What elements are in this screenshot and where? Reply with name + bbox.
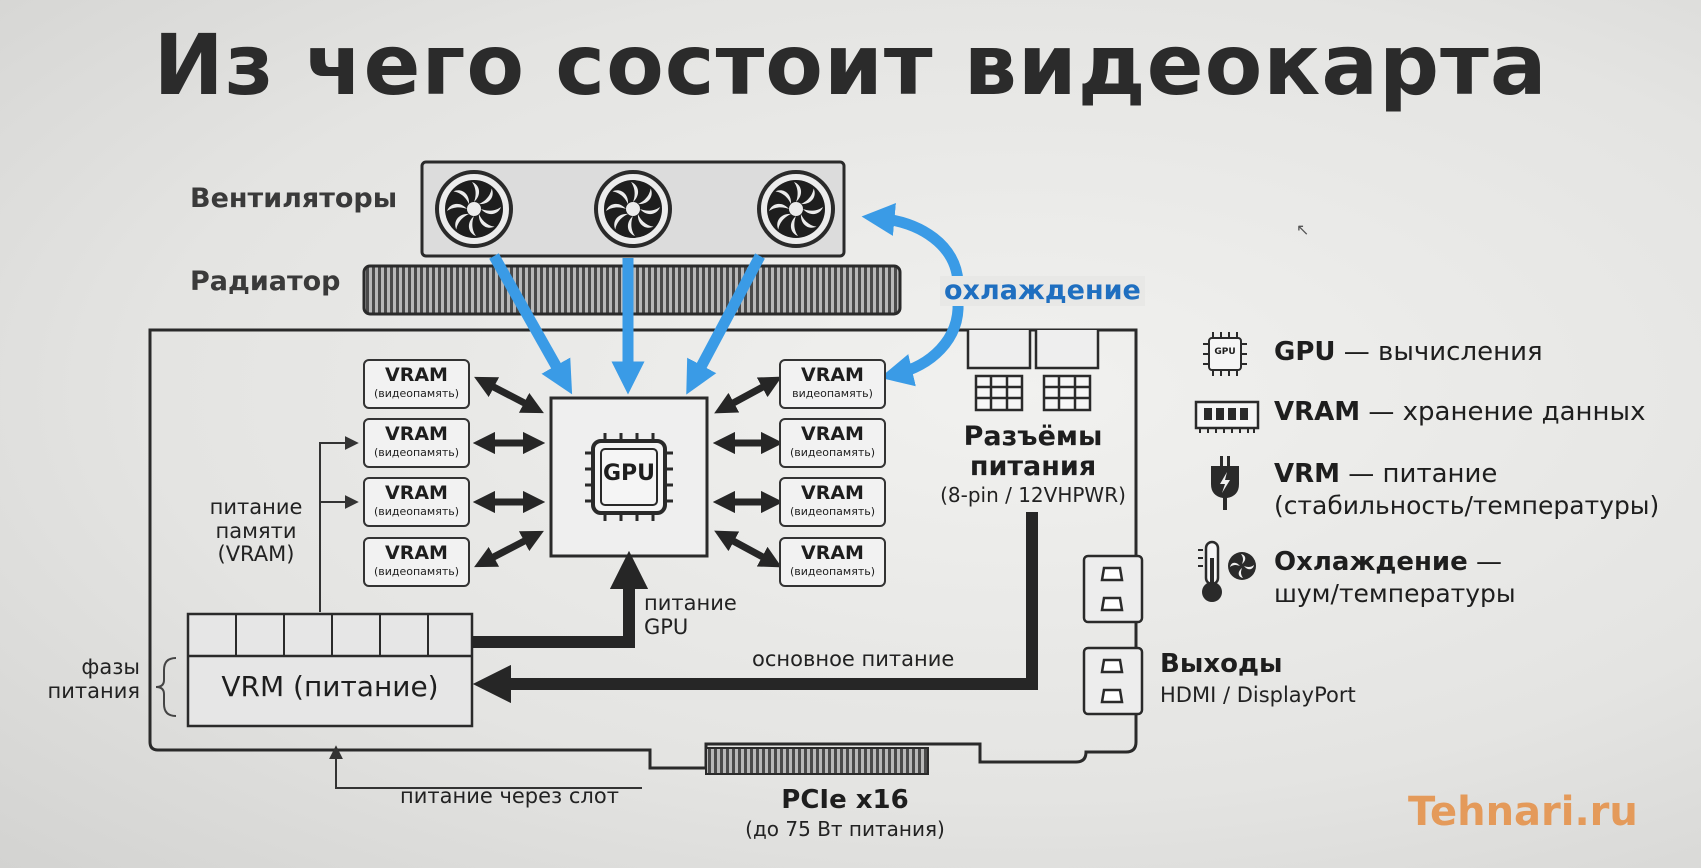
vram-module: VRAM видеопамять) <box>779 359 886 409</box>
brace <box>155 657 177 717</box>
pcie-connector <box>705 747 929 775</box>
outputs-title: Выходы <box>1160 649 1283 679</box>
vram-sublabel: видеопамять) <box>792 387 873 400</box>
slot-power-line <box>329 745 642 789</box>
fans-label: Вентиляторы <box>190 183 398 214</box>
vram-label: VRAM <box>801 364 864 386</box>
main-power-label: основное питание <box>752 647 955 671</box>
legend-item-cooling: Охлаждение — <box>1274 547 1503 577</box>
gpu-power-arrow <box>472 550 649 648</box>
memory-power-line <box>319 436 359 612</box>
display-output-ports <box>1082 554 1144 716</box>
legend-gpu-icon-text: GPU <box>1214 347 1236 357</box>
cooling-label: охлаждение <box>940 275 1145 307</box>
gpu-chip-label: GPU <box>602 461 656 486</box>
mouse-cursor-icon: ↖ <box>1296 220 1310 239</box>
legend-item-cooling-sub: шум/температуры <box>1274 579 1516 608</box>
gpu-chip-icon <box>585 433 673 521</box>
vram-module: VRAM (видеопамять) <box>779 418 886 468</box>
legend-item-gpu: GPU — вычисления <box>1274 337 1543 367</box>
vram-module: VRAM (видеопамять) <box>363 537 470 587</box>
vram-sublabel: (видеопамять) <box>373 446 460 459</box>
vram-module: VRAM (видеопамять) <box>779 477 886 527</box>
legend-item-vrm: VRM — питание <box>1274 459 1498 489</box>
legend-item-vrm-sub: (стабильность/температуры) <box>1274 491 1660 520</box>
vram-module: VRAM (видеопамять) <box>779 537 886 587</box>
vram-label: VRAM <box>385 482 448 504</box>
fan-icon <box>435 170 513 248</box>
card-outline <box>148 328 1138 770</box>
vram-module: VRAM (видеопамять) <box>363 359 470 409</box>
main-power-arrow <box>472 512 1038 704</box>
vram-module: VRAM (видеопамять) <box>363 477 470 527</box>
vram-sublabel: (видеопамять) <box>373 387 460 400</box>
legend-plug-icon <box>1211 456 1239 510</box>
vram-sublabel: (видеопамять) <box>789 565 876 578</box>
page-title: Из чего состоит видеокарта <box>153 16 1548 114</box>
slot-power-label: питание через слот <box>400 784 619 808</box>
vram-module: VRAM (видеопамять) <box>363 418 470 468</box>
pcie-sub: (до 75 Вт питания) <box>745 817 945 841</box>
power-connector-icon <box>966 330 1100 412</box>
legend-gpu-icon <box>1203 332 1247 376</box>
outputs-sub: HDMI / DisplayPort <box>1160 683 1356 707</box>
pcie-title: PCIe x16 <box>781 785 909 815</box>
memory-bus-arrows <box>472 376 784 568</box>
vram-label: VRAM <box>801 542 864 564</box>
legend-item-vram: VRAM — хранение данных <box>1274 397 1646 427</box>
vram-label: VRAM <box>385 364 448 386</box>
fan-icon <box>594 170 672 248</box>
power-connectors-spec: (8-pin / 12VHPWR) <box>940 483 1126 507</box>
vram-label: VRAM <box>801 482 864 504</box>
vram-sublabel: (видеопамять) <box>789 505 876 518</box>
fan-icon <box>757 170 835 248</box>
vram-label: VRAM <box>801 423 864 445</box>
watermark: Tehnari.ru <box>1408 789 1638 835</box>
radiator-label: Радиатор <box>190 266 341 297</box>
vram-label: VRAM <box>385 423 448 445</box>
cooling-arrows <box>489 203 964 395</box>
vram-sublabel: (видеопамять) <box>789 446 876 459</box>
legend-ram-icon <box>1194 400 1260 433</box>
vram-sublabel: (видеопамять) <box>373 565 460 578</box>
vrm-label: VRM (питание) <box>221 670 439 703</box>
vram-sublabel: (видеопамять) <box>373 505 460 518</box>
legend-thermometer-fan-icon <box>1198 540 1256 602</box>
vram-label: VRAM <box>385 542 448 564</box>
